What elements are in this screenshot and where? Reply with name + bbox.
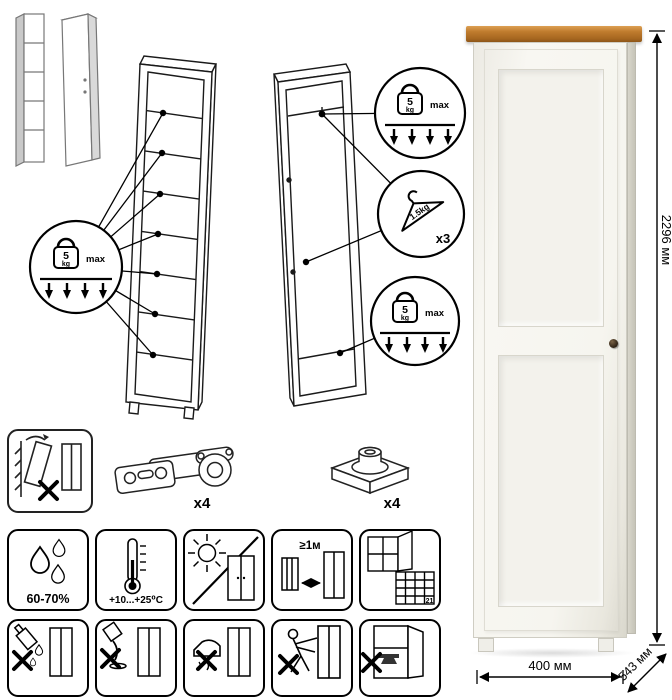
shelf-load-max: max xyxy=(86,254,106,265)
wardrobe-side-panel xyxy=(627,42,636,634)
wardrobe-floor-shadow xyxy=(468,648,636,658)
no-hot-objects-icon xyxy=(183,619,265,697)
ventilation-icon: 21 xyxy=(359,529,441,611)
temperature-icon: +10...+25⁰C xyxy=(95,529,177,611)
no-direct-sunlight-icon xyxy=(183,529,265,611)
hinge-icon xyxy=(114,446,234,495)
shelf-callout-lines xyxy=(75,112,164,356)
hanger-load-badge: 1.5kg x3 xyxy=(376,169,466,259)
thumbnail-open-cabinet xyxy=(15,13,45,167)
rail-callout-lines xyxy=(305,112,422,354)
shelf-load-unit: kg xyxy=(62,261,70,268)
height-dimension-label: 2296 мм xyxy=(659,215,672,265)
shelf-load-badge: 5 kg max xyxy=(28,219,124,315)
rail-load-unit: kg xyxy=(406,107,414,114)
hanger-weight-label: 1.5kg xyxy=(408,201,432,222)
rail-load-max: max xyxy=(430,100,450,111)
rail-callout-dots xyxy=(302,110,344,357)
min-distance-label: ≥1м xyxy=(299,540,320,552)
wardrobe-foot-right xyxy=(598,638,614,652)
thumbnail-closed-cabinet xyxy=(60,13,101,167)
calendar-day-label: 21 xyxy=(426,598,434,605)
rail-load-value: 5 xyxy=(407,96,413,108)
hanger-count-label: x3 xyxy=(436,231,450,246)
shelf-callout-dots xyxy=(149,109,167,359)
door-knob xyxy=(609,339,618,348)
weight-icon xyxy=(52,237,80,270)
anti-tip-warning-icon xyxy=(7,429,93,513)
height-dimension: 2296 мм xyxy=(649,30,672,646)
shelf-cabinet-drawing xyxy=(125,55,218,420)
no-dragging-icon xyxy=(271,619,353,697)
weight-icon xyxy=(396,83,424,116)
wardrobe-foot-left xyxy=(478,638,494,652)
bottom-load-badge: 5 kg max xyxy=(369,275,461,367)
door-upper-panel xyxy=(498,69,604,327)
humidity-icon: 60-70% xyxy=(7,529,89,611)
shelf-load-value: 5 xyxy=(63,250,69,262)
no-heavy-load-icon xyxy=(359,619,441,697)
wardrobe-door xyxy=(484,49,618,631)
adjustable-foot-icon xyxy=(329,446,411,495)
heat-distance-icon: ≥1м xyxy=(271,529,353,611)
weight-icon xyxy=(391,291,419,324)
foot-count-label: x4 xyxy=(384,495,401,512)
temperature-label: +10...+25⁰C xyxy=(109,595,163,606)
rail-load-badge: 5 kg max xyxy=(373,66,467,160)
no-solvent-icon xyxy=(7,619,89,697)
wardrobe-body xyxy=(473,42,627,638)
humidity-label: 60-70% xyxy=(26,592,69,606)
hinge-count-label: x4 xyxy=(194,495,211,512)
door-lower-panel xyxy=(498,355,604,607)
wardrobe-render xyxy=(466,26,642,678)
hanger-icon: 1.5kg xyxy=(401,190,445,232)
bottom-load-max: max xyxy=(425,308,445,319)
rail-cabinet-drawing xyxy=(272,63,367,407)
bottom-load-unit: kg xyxy=(401,315,409,322)
wardrobe-wood-top-panel xyxy=(466,26,642,42)
bottom-load-value: 5 xyxy=(402,304,408,316)
no-liquids-icon xyxy=(95,619,177,697)
